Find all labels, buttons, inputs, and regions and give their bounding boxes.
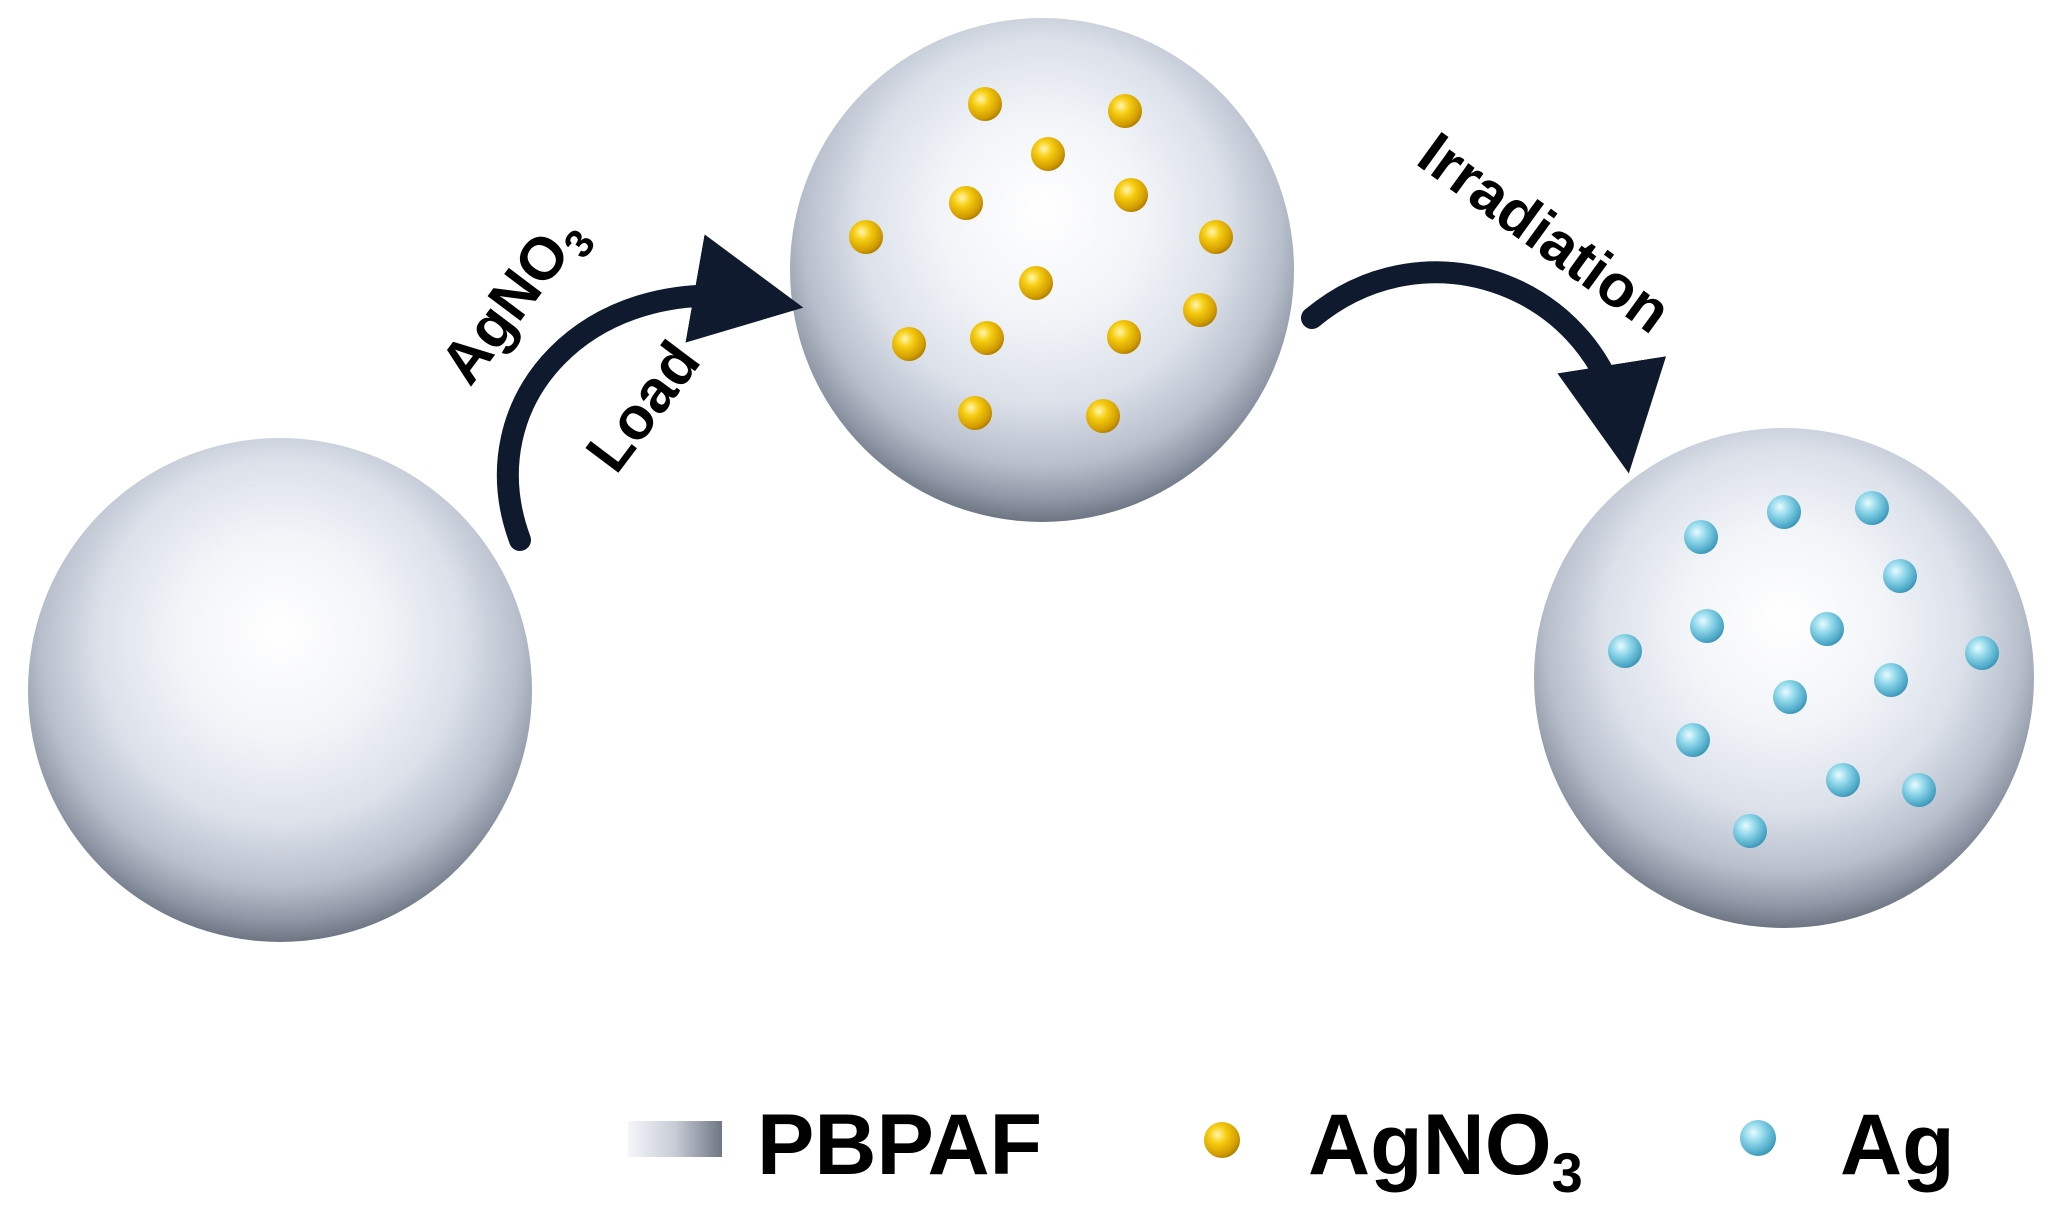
ag-particle [1767, 495, 1801, 529]
legend-ag-swatch [1740, 1120, 1776, 1156]
ag-particle [1883, 559, 1917, 593]
agno3-particle [849, 220, 883, 254]
legend-agno3-label: AgNO3 [1308, 1097, 1583, 1204]
agno3-particle [892, 327, 926, 361]
ag-particle [1965, 636, 1999, 670]
agno3-particle [1031, 137, 1065, 171]
load-arrow [496, 234, 804, 551]
ag-particle-group [1608, 491, 1999, 848]
agno3-step-label: AgNO3 [427, 202, 604, 402]
ag-particle [1855, 491, 1889, 525]
legend-pbpaf-swatch [628, 1121, 722, 1157]
agno3-particle [1183, 293, 1217, 327]
agno3-particle [968, 87, 1002, 121]
ag-particle [1902, 773, 1936, 807]
ag-particle [1676, 723, 1710, 757]
ag-particle [1826, 763, 1860, 797]
sphere-pbpaf [28, 438, 532, 942]
agno3-particle [1114, 178, 1148, 212]
agno3-particle [1086, 399, 1120, 433]
ag-particle [1733, 814, 1767, 848]
irradiation-arrow [1301, 261, 1667, 474]
legend-ag-label: Ag [1840, 1097, 1955, 1193]
legend-pbpaf-label: PBPAF [757, 1097, 1042, 1193]
ag-particle [1810, 612, 1844, 646]
ag-particle [1608, 634, 1642, 668]
legend-agno3-swatch [1204, 1122, 1240, 1158]
agno3-particle [958, 396, 992, 430]
agno3-particle [970, 321, 1004, 355]
ag-particle [1874, 663, 1908, 697]
agno3-particle [949, 186, 983, 220]
agno3-particle [1107, 320, 1141, 354]
agno3-particle [1199, 220, 1233, 254]
legend: PBPAF AgNO3 Ag [628, 1097, 1955, 1204]
load-step-label: Load [573, 329, 713, 484]
ag-particle [1773, 680, 1807, 714]
agno3-particle [1108, 94, 1142, 128]
ag-particle [1690, 609, 1724, 643]
ag-particle [1684, 520, 1718, 554]
agno3-particle-group [849, 87, 1233, 433]
agno3-particle [1019, 266, 1053, 300]
